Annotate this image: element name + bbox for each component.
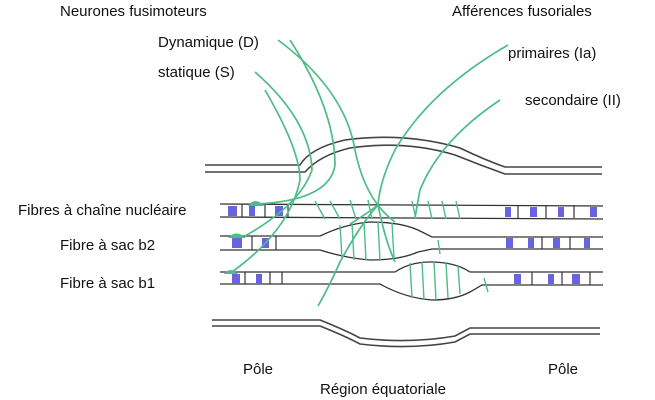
capsule-bottom-inner bbox=[212, 325, 600, 348]
motor-end-plates bbox=[224, 201, 264, 274]
nuclear-chain-fiber-bottom bbox=[219, 216, 604, 220]
equatorial-region-label: Région équatoriale bbox=[320, 381, 446, 398]
capsule-top-inner bbox=[205, 144, 602, 175]
fusimotor-nerve-fibers bbox=[231, 39, 396, 273]
bag-b1-label: Fibre à sac b1 bbox=[60, 275, 155, 292]
afferent-nerve-fibers bbox=[317, 44, 509, 307]
bag-b2-fiber-top bbox=[220, 221, 603, 238]
pole-right-label: Pôle bbox=[548, 361, 578, 378]
nuclear-chain-label: Fibres à chaîne nucléaire bbox=[18, 202, 186, 219]
pole-left-label: Pôle bbox=[243, 361, 273, 378]
primary-label: primaires (Ia) bbox=[508, 45, 596, 62]
bag-b2-fiber-bottom bbox=[220, 248, 603, 261]
fusimotor-neurons-label: Neurones fusimoteurs bbox=[60, 3, 207, 20]
capsule-bottom-outer bbox=[212, 319, 600, 342]
secondary-label: secondaire (II) bbox=[525, 92, 621, 109]
bag-b1-fiber-top bbox=[220, 261, 603, 273]
static-label: statique (S) bbox=[158, 64, 235, 81]
dynamic-label: Dynamique (D) bbox=[158, 34, 259, 51]
bag-b2-label: Fibre à sac b2 bbox=[60, 237, 155, 254]
fusorial-afferents-label: Afférences fusoriales bbox=[452, 3, 592, 20]
striations-right bbox=[505, 205, 597, 285]
bag-b1-fiber-bottom bbox=[220, 283, 603, 301]
capsule-top-outer bbox=[205, 136, 602, 168]
sensory-terminals bbox=[314, 199, 489, 301]
nuclear-chain-fiber-top bbox=[219, 203, 604, 207]
